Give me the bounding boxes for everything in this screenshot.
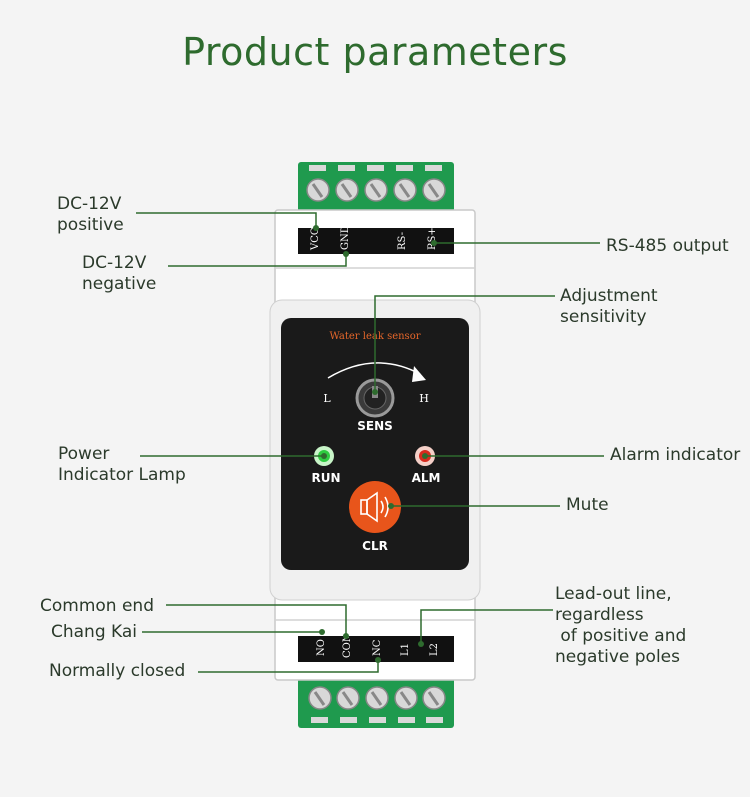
- pin-label-l1: L1: [400, 643, 411, 656]
- pin-label-l2: L2: [429, 643, 440, 656]
- run-label: RUN: [311, 471, 340, 485]
- bottom-pin-strip: [298, 636, 454, 662]
- callout-power-indicator-lamp: Power Indicator Lamp: [58, 444, 186, 485]
- callout-common-end: Common end: [40, 596, 154, 616]
- callout-normally-closed: Normally closed: [49, 661, 186, 681]
- pin-label-no: NO: [316, 639, 327, 656]
- callout-rs485-output: RS-485 output: [606, 236, 729, 256]
- callout-lead-out-line: Lead-out line, regardless of positive an…: [555, 584, 687, 667]
- bottom-terminal-block: [298, 676, 454, 728]
- front-panel: [281, 318, 469, 570]
- callout-chang-kai: Chang Kai: [51, 622, 138, 642]
- alm-label: ALM: [412, 471, 441, 485]
- leader-dots: [313, 225, 437, 663]
- knob-high-label: H: [419, 392, 429, 405]
- knob-low-label: L: [323, 392, 331, 405]
- pin-label-nc: NC: [372, 639, 383, 656]
- callout-alarm-indicator: Alarm indicator: [610, 445, 741, 465]
- speaker-mute-icon: [360, 491, 389, 523]
- clr-label: CLR: [362, 539, 388, 553]
- top-terminal-block: [298, 162, 454, 212]
- callout-adjustment-sensitivity: Adjustment sensitivity: [560, 286, 658, 327]
- pin-label-com: COM: [342, 632, 353, 658]
- pin-label-rs-plus: RS+: [427, 227, 438, 250]
- callout-dc-negative: DC-12V negative: [82, 253, 157, 294]
- callout-dc-positive: DC-12V positive: [57, 194, 124, 235]
- pin-label-vcc: VCC: [310, 227, 321, 251]
- screw-icon: [308, 686, 446, 710]
- clr-button[interactable]: [349, 481, 401, 533]
- callout-mute: Mute: [566, 495, 609, 515]
- page-title: Product parameters: [182, 30, 568, 74]
- pin-label-rs-minus: RS-: [397, 232, 408, 250]
- pin-label-gnd: GND: [340, 225, 351, 250]
- leader-lines: [136, 212, 604, 673]
- knob-label: SENS: [357, 419, 393, 433]
- top-pin-strip: [298, 228, 454, 254]
